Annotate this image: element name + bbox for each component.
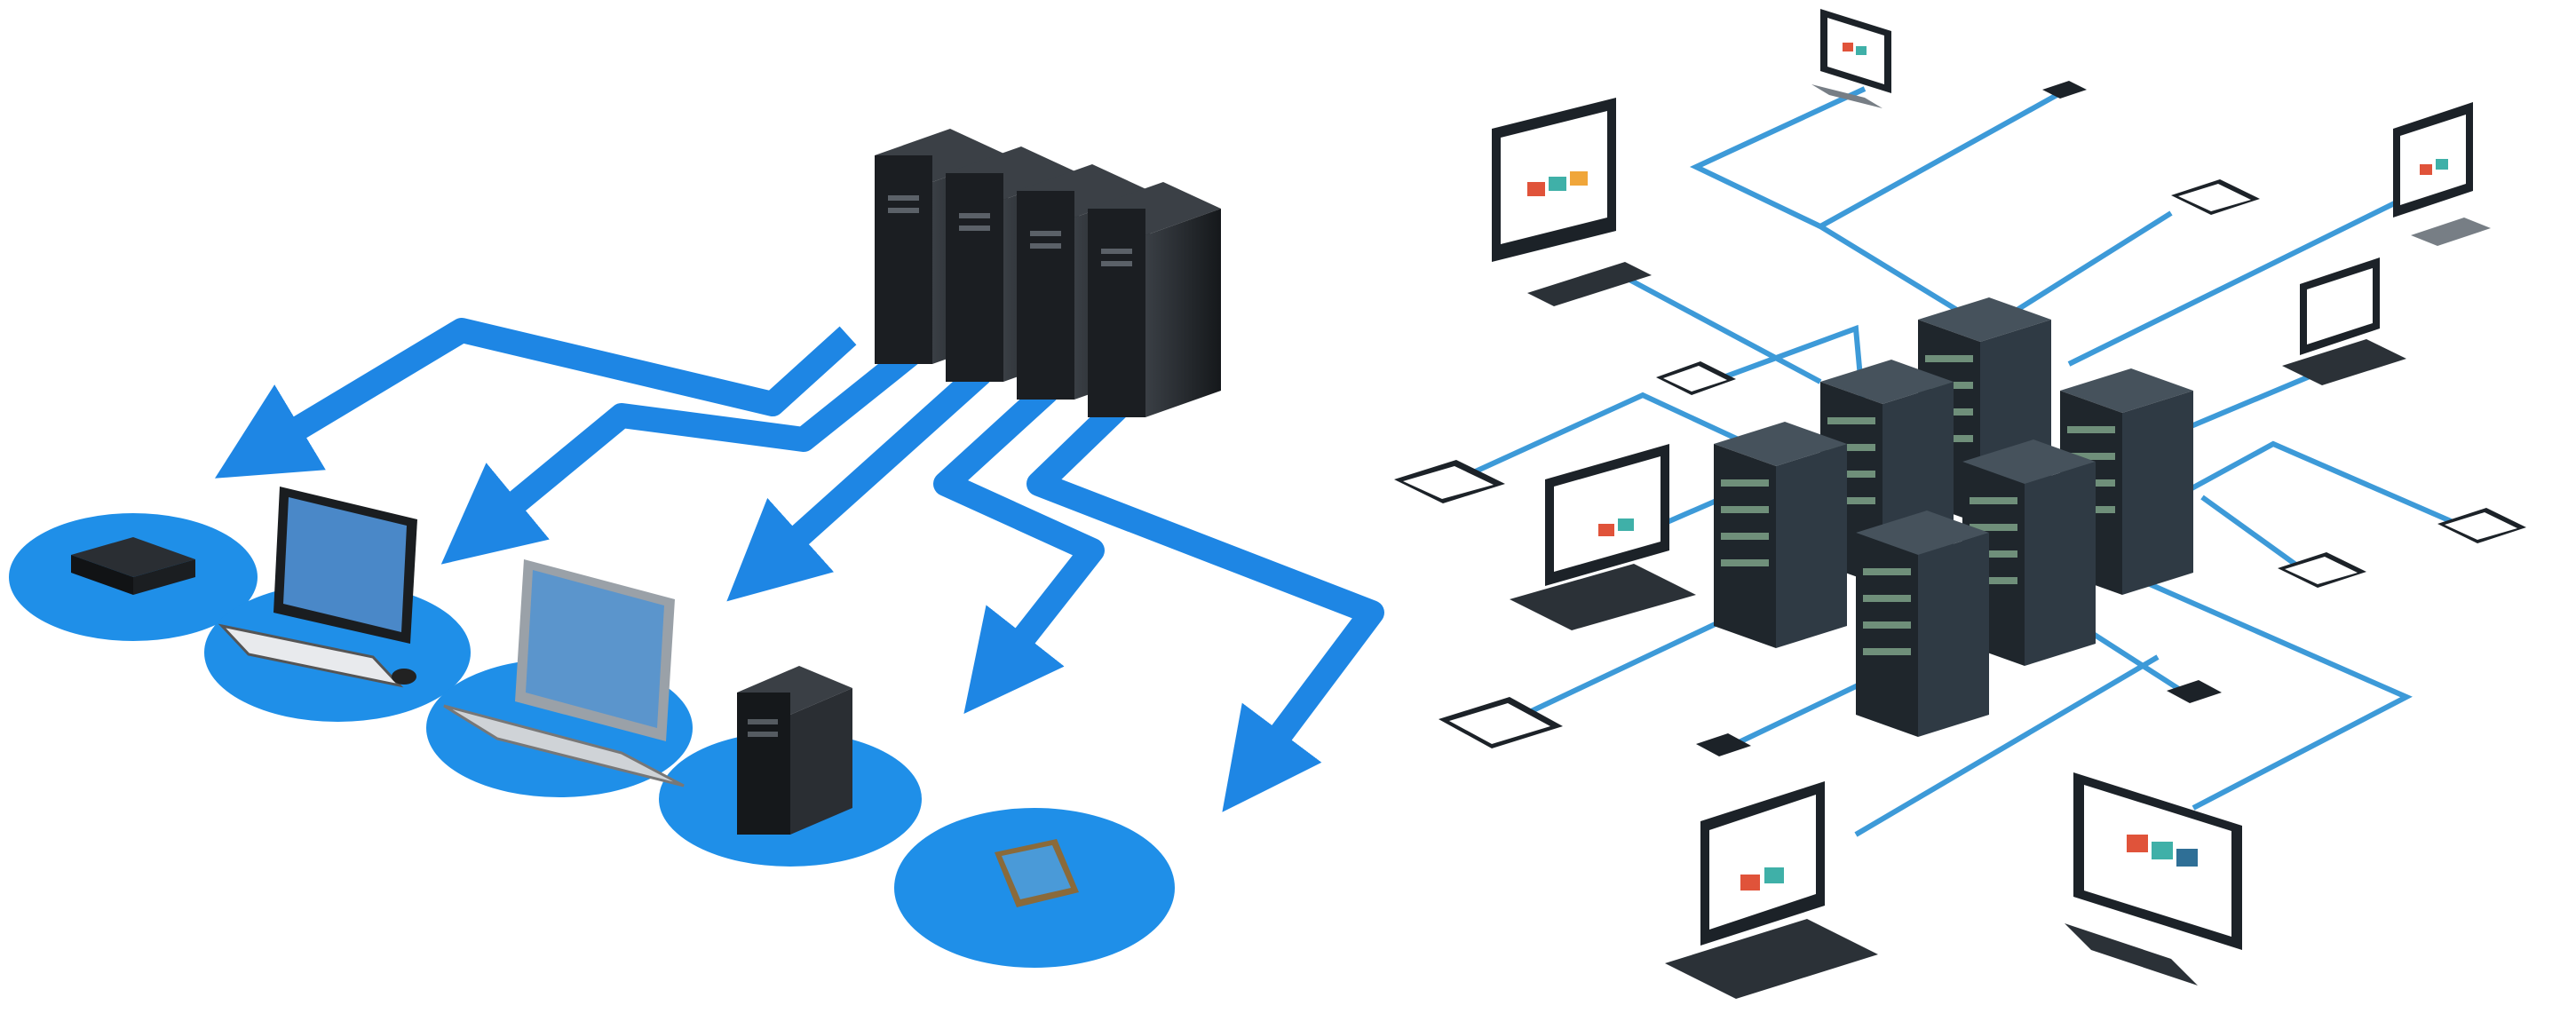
arrow-to-tower — [946, 391, 1092, 675]
connection-line — [2176, 444, 2477, 533]
device-monitor — [2393, 102, 2491, 246]
left-distribution-diagram — [9, 129, 1372, 968]
device-tablet — [2437, 508, 2526, 543]
arrow-to-phone — [1039, 408, 1372, 772]
device-monitor — [2065, 772, 2242, 985]
server-rack — [1714, 422, 1847, 648]
connection-line — [2113, 568, 2406, 808]
device-tablet — [2278, 552, 2366, 588]
device-monitor — [1492, 98, 1652, 306]
device-laptop — [2282, 257, 2406, 385]
mouse — [392, 669, 416, 685]
device-laptop — [1665, 781, 1878, 999]
device-phone — [1696, 733, 1751, 756]
tower-pc — [737, 666, 852, 835]
server-cluster — [875, 129, 1221, 417]
connection-line — [1629, 280, 1820, 382]
device-tablet — [2171, 179, 2260, 215]
device-phone — [2042, 81, 2087, 99]
connection-line — [1820, 93, 2060, 324]
server-rack — [1856, 511, 1989, 737]
right-network-diagram — [1394, 9, 2526, 999]
connection-line — [2016, 213, 2171, 311]
server-unit — [1088, 182, 1221, 417]
device-tablet — [1656, 361, 1736, 395]
device-laptop — [1510, 444, 1696, 630]
connection-line — [1696, 89, 1865, 226]
